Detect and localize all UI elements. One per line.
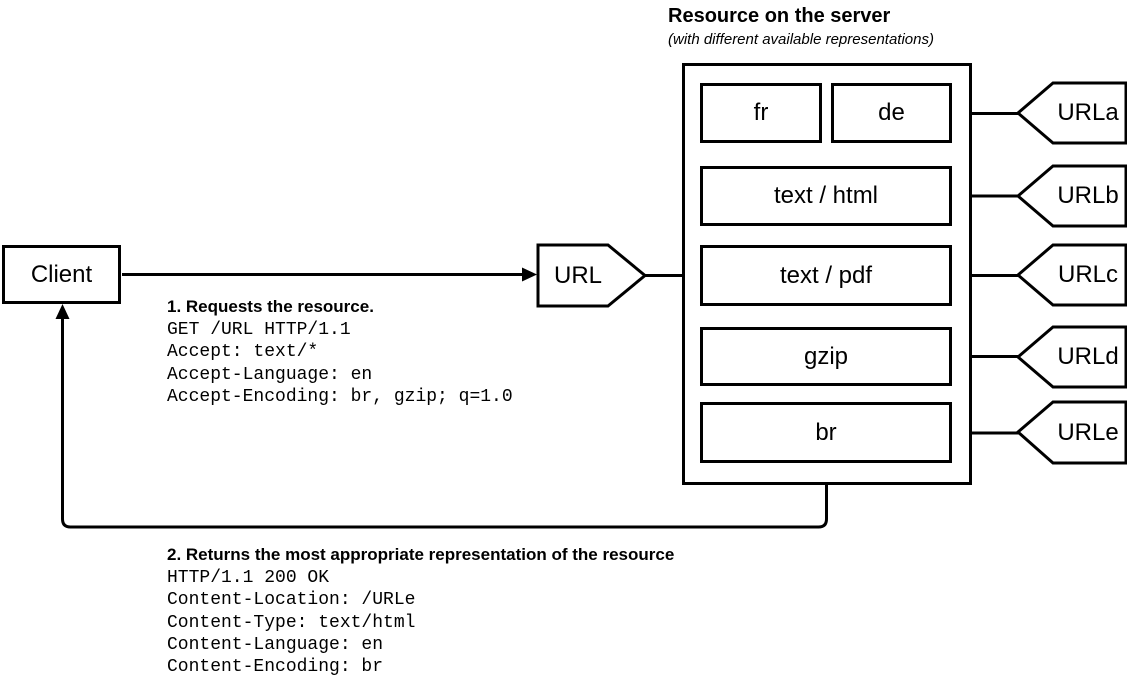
server-title: Resource on the server — [668, 5, 891, 27]
response-message-block: 2. Returns the most appropriate represen… — [167, 544, 674, 678]
request-message-block: 1. Requests the resource. GET /URL HTTP/… — [167, 296, 513, 408]
response-line: HTTP/1.1 200 OK — [167, 568, 330, 588]
response-step-label: 2. Returns the most appropriate represen… — [167, 545, 675, 564]
urlc-tag-label: URLc — [1057, 261, 1118, 288]
response-line: Content-Encoding: br — [167, 657, 384, 678]
response-arrowhead — [55, 304, 70, 319]
representation-box-fr: fr — [700, 83, 822, 143]
url-node-label: URL — [553, 261, 602, 289]
request-step-label: 1. Requests the resource. — [167, 297, 374, 316]
urlb-tag-label: URLb — [1057, 182, 1119, 209]
representation-label: br — [815, 418, 837, 446]
representation-box-text-html: text / html — [700, 166, 952, 226]
request-line: GET /URL HTTP/1.1 — [167, 320, 351, 340]
server-subtitle: (with different available representation… — [668, 31, 934, 48]
representation-box-de: de — [831, 83, 952, 143]
request-line: Accept: text/* — [167, 342, 319, 363]
request-line: Accept-Language: en — [167, 364, 373, 385]
request-line: Accept-Encoding: br, gzip; q=1.0 — [167, 386, 513, 407]
client-box: Client — [2, 245, 121, 304]
request-arrowhead — [522, 267, 537, 282]
representation-label: de — [878, 99, 905, 126]
representation-box-text-pdf: text / pdf — [700, 245, 952, 306]
representation-label: text / pdf — [779, 261, 873, 289]
representation-label: gzip — [803, 342, 849, 370]
response-line: Content-Type: text/html — [167, 612, 416, 633]
urle-tag-label: URLe — [1057, 418, 1119, 446]
server-title-block: Resource on the server (with different a… — [668, 4, 934, 49]
representation-label: text / html — [773, 182, 879, 209]
client-label: Client — [30, 260, 93, 288]
representation-box-gzip: gzip — [700, 327, 952, 386]
urld-tag-label: URLd — [1057, 343, 1119, 370]
representation-box-br: br — [700, 402, 952, 463]
response-line: Content-Language: en — [167, 634, 384, 655]
representation-label: fr — [753, 99, 769, 126]
urla-tag-label: URLa — [1057, 99, 1119, 126]
response-line: Content-Location: /URLe — [167, 590, 416, 611]
